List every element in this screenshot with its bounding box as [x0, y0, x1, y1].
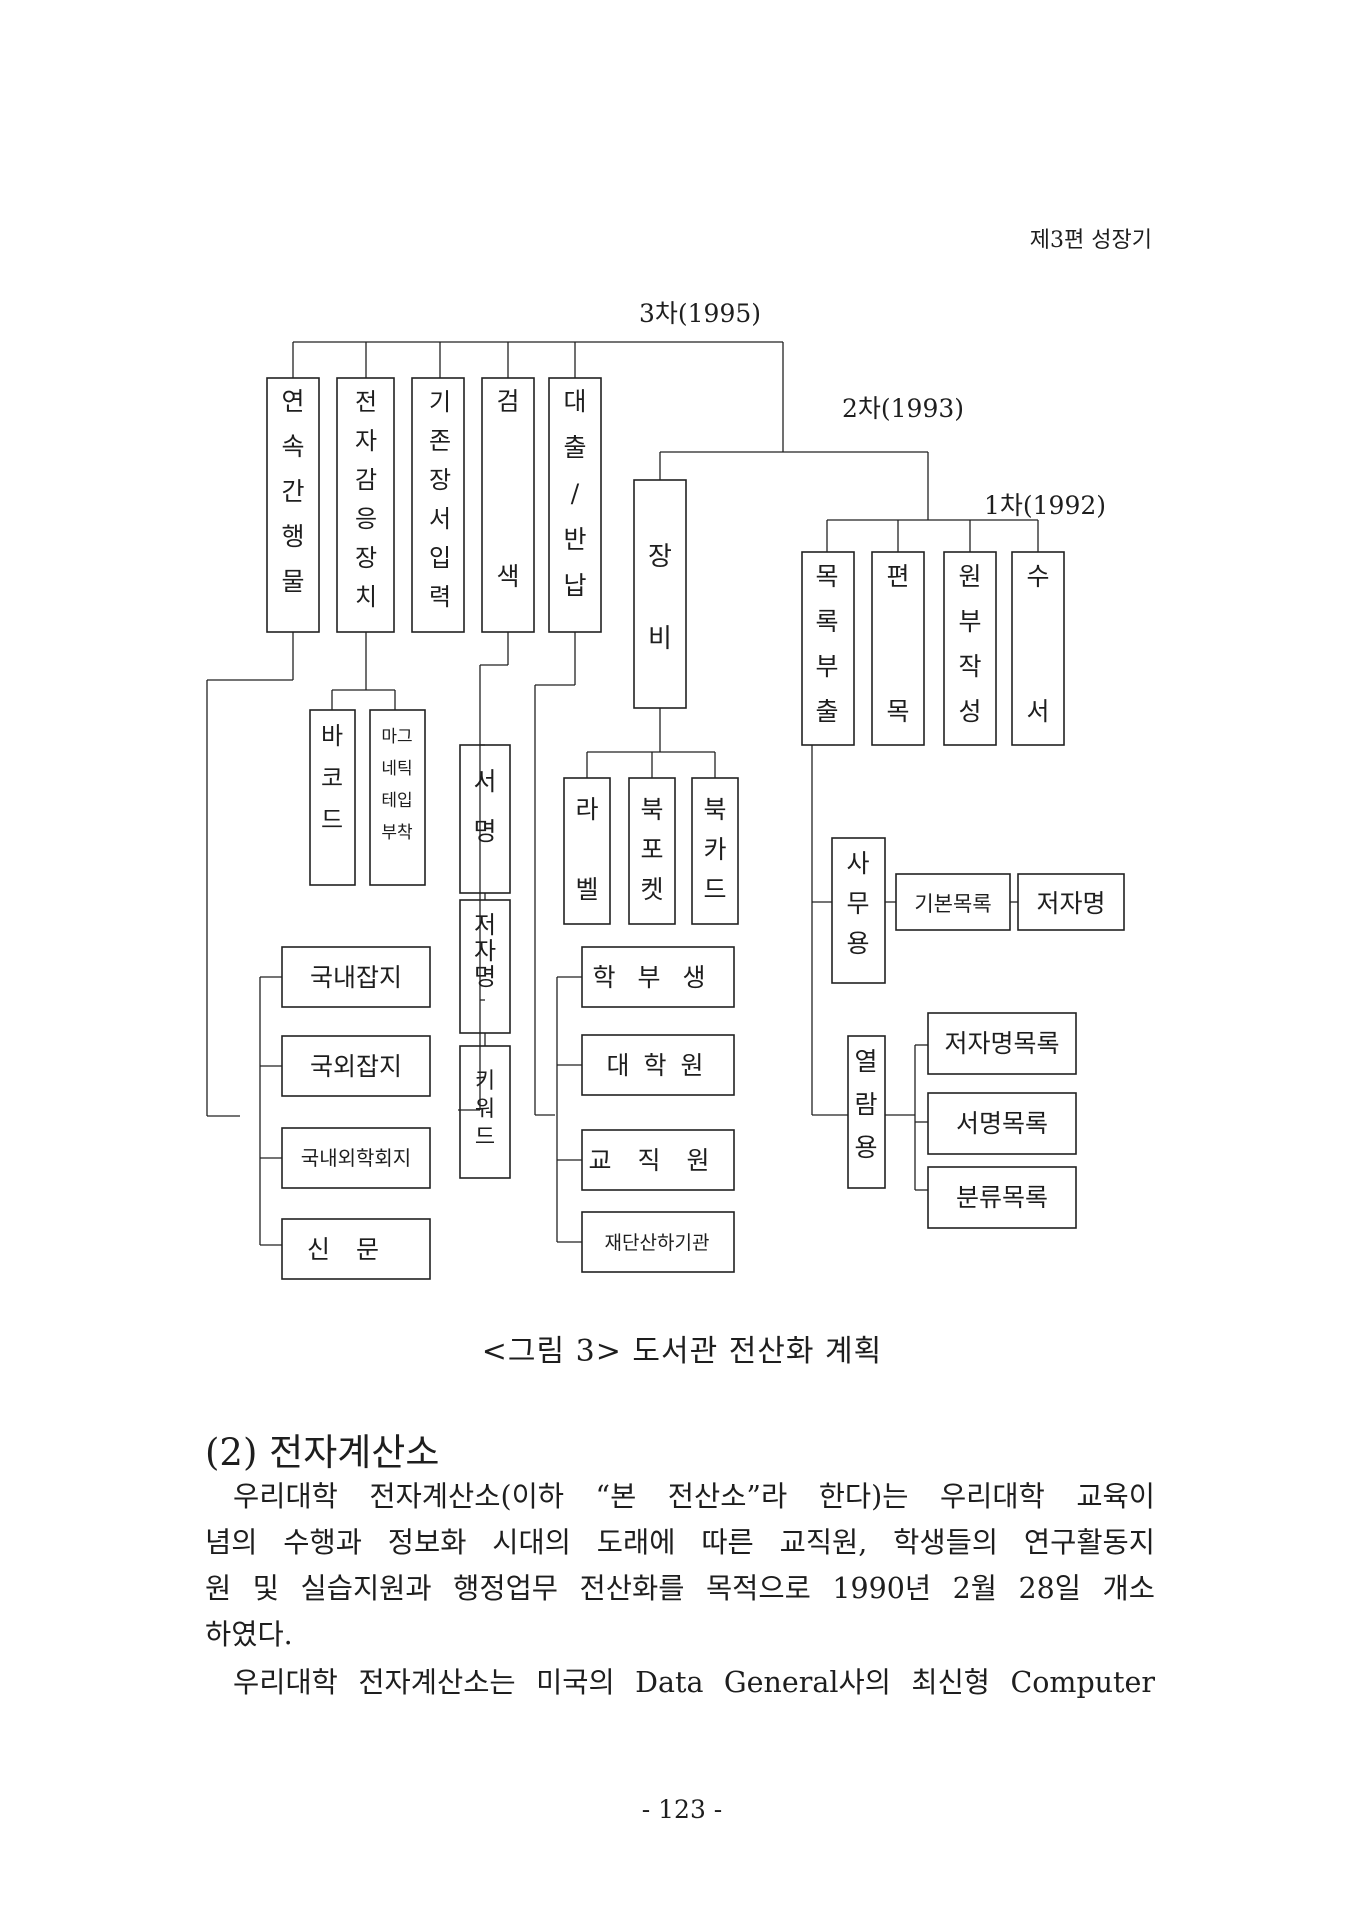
page-number: - 123 -: [641, 1795, 723, 1824]
box-newspapers: [281, 1218, 431, 1280]
box-circulation: [548, 377, 602, 633]
box-catalog-output: [801, 551, 855, 746]
box-graduate-school: [581, 1034, 735, 1096]
affiliated-institutions-label: 재단산하기관: [605, 1232, 710, 1254]
box-author-catalog: [927, 1012, 1077, 1075]
phase-2-label: 2차(1993): [842, 394, 964, 423]
box-eas: [336, 377, 395, 633]
box-author: [459, 899, 511, 1034]
box-keyword: [459, 1045, 511, 1179]
title-catalog-label: 서명목록: [956, 1109, 1048, 1138]
diagram-connectors: [206, 341, 1039, 1246]
box-title-catalog: [927, 1092, 1077, 1155]
phase-1-label: 1차(1992): [984, 491, 1106, 520]
box-basic-catalog: [895, 873, 1011, 931]
paragraph-1-line: 원 및 실습지원과 행정업무 전산화를 목적으로 1990년 2월 28일 개소: [205, 1572, 1155, 1605]
paragraph-1-line: 우리대학 전자계산소(이하 “본 전산소”라 한다)는 우리대학 교육이: [233, 1480, 1155, 1513]
box-equipment: [633, 479, 687, 709]
running-header: 제3편 성장기: [1029, 228, 1152, 253]
box-book-card: [691, 777, 739, 925]
paragraph-1-line: 하였다.: [205, 1618, 293, 1651]
box-affiliated-institutions: [581, 1211, 735, 1273]
section-heading: (2) 전자계산소: [205, 1431, 440, 1474]
box-serials: [266, 377, 320, 633]
box-barcode: [309, 709, 356, 886]
phase-3-label: 3차(1995): [639, 299, 761, 328]
box-book-pocket: [628, 777, 676, 925]
box-retro-input: [411, 377, 465, 633]
box-foreign-magazines: [281, 1035, 431, 1097]
paragraph-1-line: 념의 수행과 정보화 시대의 도래에 따른 교직원, 학생들의 연구활동지: [205, 1526, 1155, 1559]
paragraph-2-line: 우리대학 전자계산소는 미국의 Data General사의 최신형 Compu…: [233, 1666, 1155, 1699]
basic-catalog-label: 기본목록: [914, 892, 991, 916]
box-undergraduates: [581, 946, 735, 1008]
faculty-staff-label: 교직원: [588, 1146, 735, 1175]
domestic-magazines-label: 국내잡지: [310, 963, 402, 992]
box-cataloging: [871, 551, 925, 746]
box-search: [481, 377, 535, 633]
box-label: [563, 777, 611, 925]
box-title: [459, 744, 511, 894]
box-reading-use: [847, 1035, 886, 1189]
author-name-label: 저자명: [1036, 889, 1105, 918]
figure-caption: <그림 3> 도서관 전산화 계획: [481, 1334, 883, 1369]
box-author-name: [1017, 873, 1125, 931]
graduate-school-label: 대학원: [606, 1051, 717, 1080]
newspapers-label: 신문: [307, 1235, 405, 1264]
class-catalog-label: 분류목록: [956, 1183, 1048, 1212]
box-society-journals: [281, 1127, 431, 1189]
society-journals-label: 국내외학회지: [301, 1146, 411, 1170]
author-catalog-label: 저자명목록: [944, 1029, 1059, 1058]
box-master-record: [943, 551, 997, 746]
box-magnetic-tape: [369, 709, 426, 886]
box-office-use: [831, 837, 886, 984]
paragraph-2: 우리대학 전자계산소는 미국의 Data General사의 최신형 Compu…: [205, 1660, 1155, 1706]
box-class-catalog: [927, 1166, 1077, 1229]
box-acquisition: [1011, 551, 1065, 746]
box-faculty-staff: [581, 1129, 735, 1191]
foreign-magazines-label: 국외잡지: [310, 1052, 402, 1081]
box-domestic-magazines: [281, 946, 431, 1008]
undergraduates-label: 학부생: [592, 963, 727, 992]
paragraph-1: 우리대학 전자계산소(이하 “본 전산소”라 한다)는 우리대학 교육이 념의 …: [205, 1474, 1155, 1658]
